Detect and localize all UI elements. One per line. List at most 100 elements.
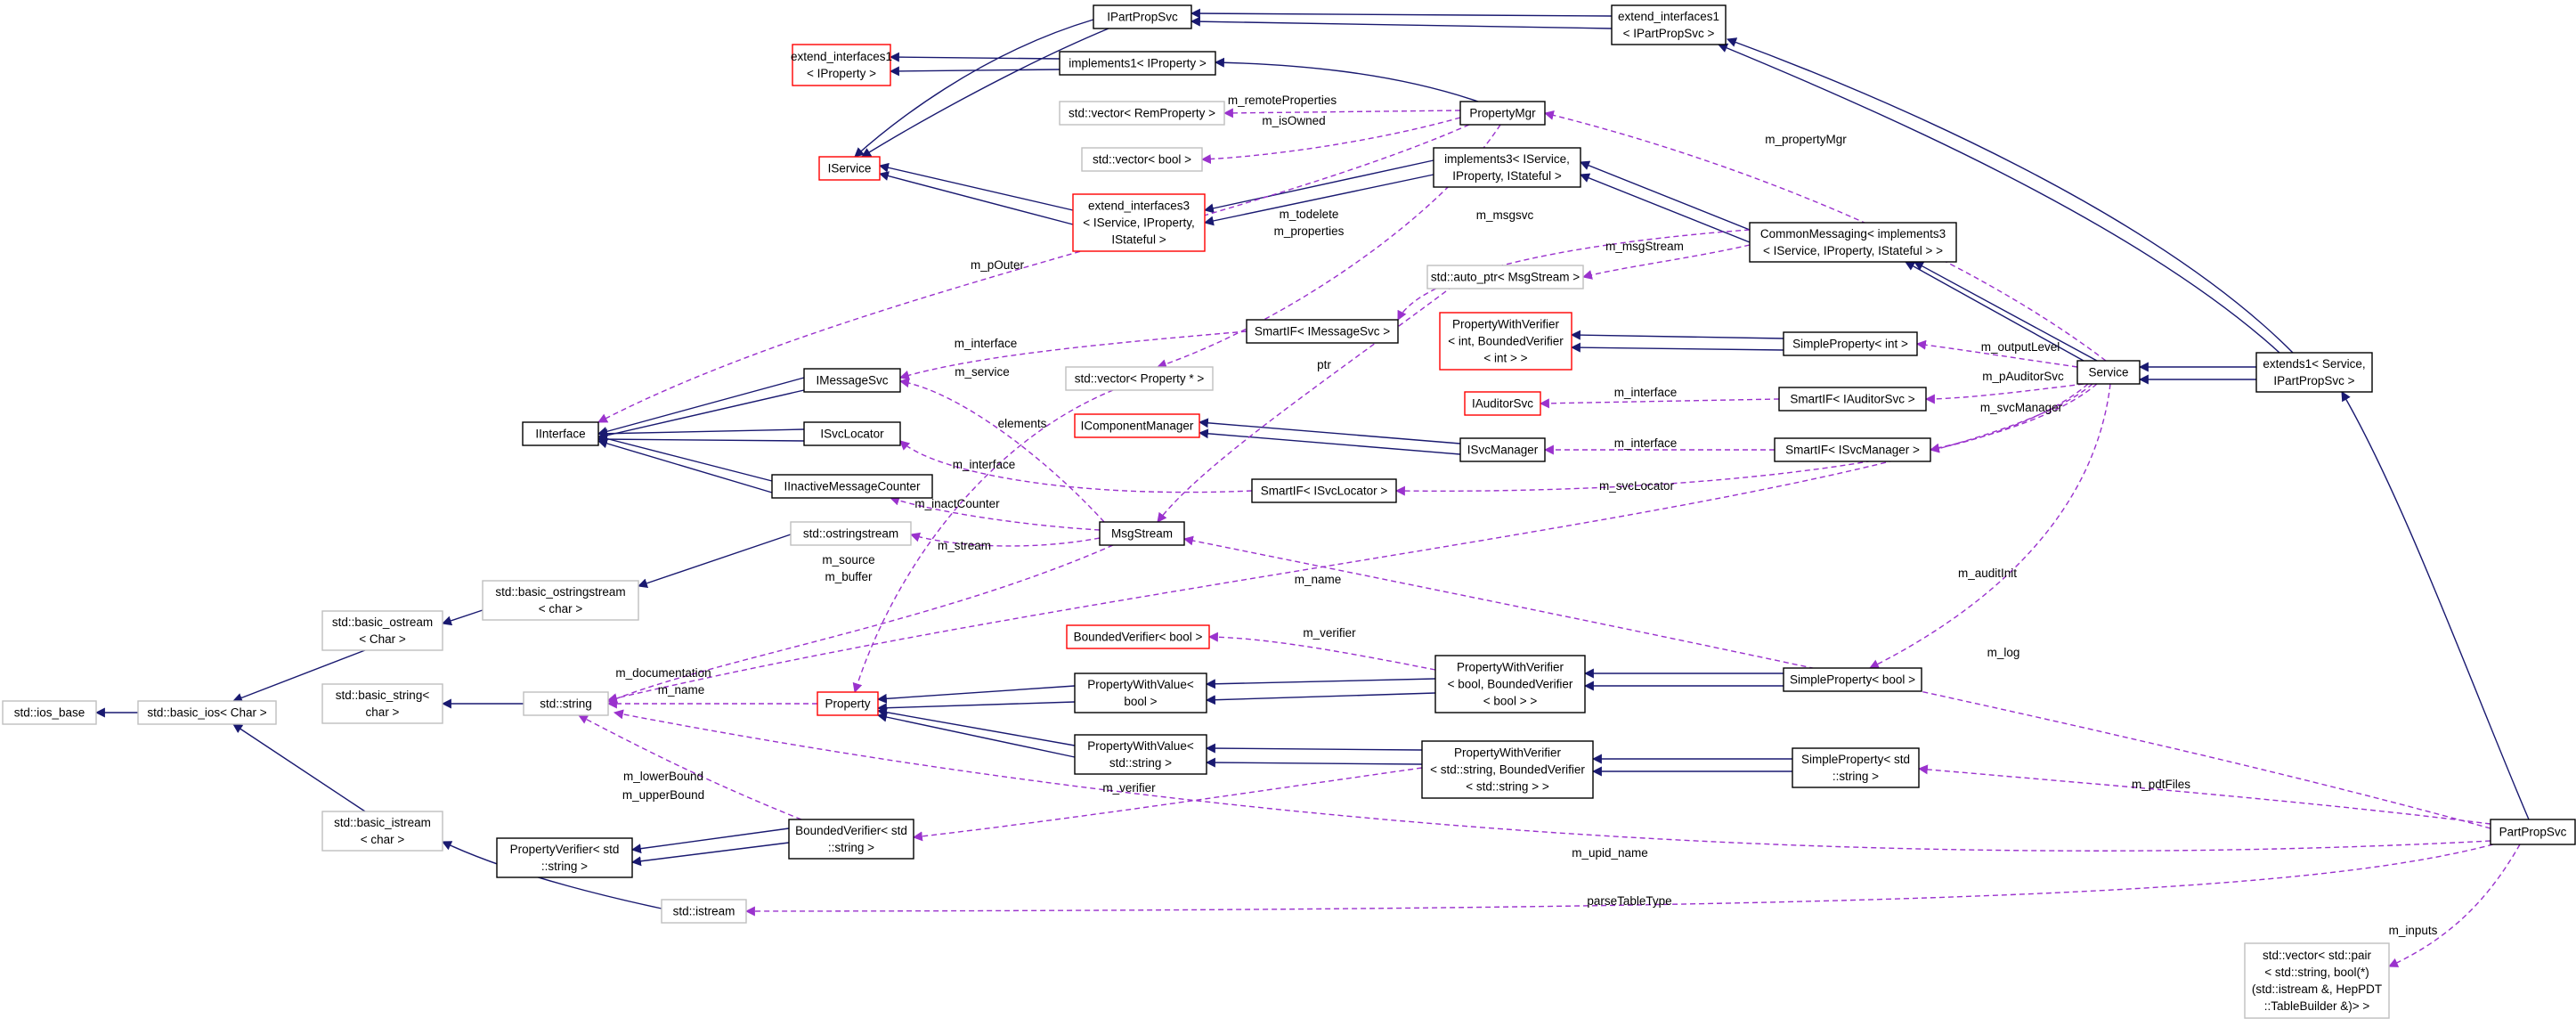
inherit-edge-IPartPropSvc-ext_if1_PPS-b bbox=[1190, 16, 1613, 29]
class-node-label: bool > bbox=[1124, 695, 1157, 708]
class-node-label: SmartIF< IAuditorSvc > bbox=[1790, 393, 1914, 406]
class-node-SP_str[interactable]: SimpleProperty< std::string > bbox=[1792, 747, 1920, 788]
class-node-PWV_bool[interactable]: PropertyWithVerifier< bool, BoundedVerif… bbox=[1434, 655, 1586, 713]
edge-label-m_inputs: m_inputs bbox=[2389, 924, 2438, 937]
class-node-MsgStream[interactable]: MsgStream bbox=[1099, 521, 1185, 546]
class-node-PWV_str[interactable]: PropertyWithVerifier< std::string, Bound… bbox=[1421, 740, 1594, 799]
class-node-label: < std::string > > bbox=[1466, 780, 1549, 794]
class-node-string[interactable]: std::string bbox=[523, 691, 609, 716]
inherit-edge-IInterface-ISvcLocator-a bbox=[597, 428, 805, 439]
class-node-impl3[interactable]: implements3< IService,IProperty, IStatef… bbox=[1433, 147, 1581, 188]
class-node-box bbox=[2244, 942, 2390, 1019]
class-node-label: < int > > bbox=[1483, 352, 1527, 365]
class-node-basic_ostringstream[interactable]: std::basic_ostringstream< char > bbox=[482, 580, 639, 621]
class-node-extends1[interactable]: extends1< Service,IPartPropSvc > bbox=[2255, 352, 2373, 393]
class-node-label: ::string > bbox=[541, 860, 588, 873]
class-node-box bbox=[1081, 147, 1203, 172]
inherit-edge-PWVal_str-PWV_str-a bbox=[1205, 743, 1423, 754]
class-node-IInterface[interactable]: IInterface bbox=[522, 421, 599, 446]
class-node-ext_if3[interactable]: extend_interfaces3< IService, IProperty,… bbox=[1072, 193, 1206, 252]
class-node-box bbox=[818, 156, 881, 181]
class-node-PartPropSvc[interactable]: PartPropSvc bbox=[2490, 819, 2576, 845]
class-node-vec_bool[interactable]: std::vector< bool > bbox=[1081, 147, 1203, 172]
class-node-istream[interactable]: std::istream bbox=[661, 899, 747, 924]
inherit-edge-ext_if1_PPS-extends1-b bbox=[1726, 37, 2294, 354]
class-node-label: std::basic_ostream bbox=[332, 615, 433, 629]
edge-label-m_pAuditorSvc: m_pAuditorSvc bbox=[1982, 370, 2064, 383]
class-node-label: IPartPropSvc > bbox=[2273, 374, 2354, 387]
class-node-label: std::basic_istream bbox=[334, 816, 431, 829]
inherit-edge-IPartPropSvc-ext_if1_PPS-a bbox=[1190, 8, 1613, 19]
inherit-edge-basic_ostringstream-ostringstream bbox=[637, 534, 792, 589]
class-node-vec_pair[interactable]: std::vector< std::pair< std::string, boo… bbox=[2244, 942, 2390, 1019]
class-node-PWVal_bool[interactable]: PropertyWithValue<bool > bbox=[1074, 673, 1207, 713]
class-node-Service[interactable]: Service bbox=[2076, 360, 2141, 385]
class-node-label: < IService, IProperty, bbox=[1083, 216, 1194, 230]
class-node-SP_int[interactable]: SimpleProperty< int > bbox=[1783, 331, 1918, 356]
class-node-BV_bool[interactable]: BoundedVerifier< bool > bbox=[1066, 624, 1210, 649]
edge-label-m_interface_2: m_interface bbox=[1614, 386, 1678, 399]
class-node-auto_ptr[interactable]: std::auto_ptr< MsgStream > bbox=[1426, 265, 1584, 289]
class-node-ext_if1_PPS[interactable]: extend_interfaces1< IPartPropSvc > bbox=[1611, 4, 1727, 45]
class-node-Property[interactable]: Property bbox=[817, 691, 879, 716]
inherit-edge-Property-PWVal_str-a bbox=[876, 707, 1076, 746]
class-node-PWV_int[interactable]: PropertyWithVerifier< int, BoundedVerifi… bbox=[1439, 312, 1572, 371]
inherit-edge-ext_if3-impl3-b bbox=[1203, 174, 1434, 226]
edge-label-m_auditInit: m_auditInit bbox=[1958, 567, 2017, 580]
class-node-PWVal_str[interactable]: PropertyWithValue<std::string > bbox=[1074, 734, 1207, 775]
class-node-IComponentManager[interactable]: IComponentManager bbox=[1074, 413, 1200, 438]
class-node-impl1_IProp[interactable]: implements1< IProperty > bbox=[1059, 51, 1216, 76]
class-node-CommonMessaging[interactable]: CommonMessaging< implements3< IService, … bbox=[1749, 222, 1957, 263]
class-node-box bbox=[321, 610, 443, 651]
class-node-PropertyMgr[interactable]: PropertyMgr bbox=[1459, 101, 1546, 126]
inherit-edge-ext_if1_PPS-extends1-a bbox=[1717, 43, 2280, 354]
class-node-label: CommonMessaging< implements3 bbox=[1760, 227, 1946, 240]
usage-edge-SmartIF_IMsg-CommonMessaging bbox=[1397, 229, 1751, 321]
inherit-edge-Property-PWVal_bool-b bbox=[876, 701, 1076, 713]
class-node-ostringstream[interactable]: std::ostringstream bbox=[790, 521, 912, 546]
class-node-basic_istream[interactable]: std::basic_istream< char > bbox=[321, 811, 443, 852]
edge-label-m_svcLocator: m_svcLocator bbox=[1599, 479, 1675, 493]
class-node-IMessageSvc[interactable]: IMessageSvc bbox=[803, 368, 901, 393]
class-node-vec_Prop[interactable]: std::vector< Property * > bbox=[1065, 366, 1214, 391]
class-node-label: IInactiveMessageCounter bbox=[784, 480, 921, 493]
class-node-label: PartPropSvc bbox=[2499, 826, 2567, 839]
class-node-ISvcLocator[interactable]: ISvcLocator bbox=[803, 421, 901, 446]
class-node-SmartIF_ISvcLoc[interactable]: SmartIF< ISvcLocator > bbox=[1251, 478, 1397, 503]
class-node-label: ::string > bbox=[828, 841, 874, 854]
class-node-basic_string[interactable]: std::basic_string<char > bbox=[321, 683, 443, 724]
class-node-IInactive[interactable]: IInactiveMessageCounter bbox=[771, 474, 933, 499]
edge-label-m_interface_3: m_interface bbox=[1614, 436, 1678, 450]
class-node-IService[interactable]: IService bbox=[818, 156, 881, 181]
edge-label-m_name: m_name bbox=[1295, 573, 1342, 586]
inherit-edge-PropVer_str-BV_str-b bbox=[630, 842, 790, 867]
inherit-edge-IInterface-IMessageSvc-a bbox=[597, 377, 805, 436]
class-node-ISvcManager[interactable]: ISvcManager bbox=[1459, 437, 1546, 462]
class-node-PropVer_str[interactable]: PropertyVerifier< std::string > bbox=[496, 837, 633, 878]
class-node-label: PropertyWithVerifier bbox=[1452, 318, 1560, 331]
class-node-SmartIF_IAud[interactable]: SmartIF< IAuditorSvc > bbox=[1778, 387, 1927, 412]
class-node-ios_base[interactable]: std::ios_base bbox=[2, 700, 97, 725]
class-node-label: std::istream bbox=[673, 905, 735, 918]
class-node-SP_bool[interactable]: SimpleProperty< bool > bbox=[1783, 667, 1922, 692]
class-node-basic_ios[interactable]: std::basic_ios< Char > bbox=[137, 700, 277, 725]
usage-edge-IMessageSvc-SmartIF_IMsg bbox=[898, 330, 1247, 380]
class-node-ext_if1_IProp[interactable]: extend_interfaces1< IProperty > bbox=[791, 44, 892, 86]
class-node-vec_RemProp[interactable]: std::vector< RemProperty > bbox=[1059, 101, 1225, 126]
inherit-edge-ext_if1_IProp-impl1-b bbox=[889, 66, 1060, 77]
class-node-label: PropertyWithVerifier bbox=[1454, 746, 1562, 760]
usage-edge-SP_str-PartPropSvc bbox=[1917, 764, 2491, 825]
class-node-box bbox=[803, 421, 901, 446]
class-node-label: PropertyWithVerifier bbox=[1457, 661, 1564, 674]
edge-label-m_msgsvc: m_msgsvc bbox=[1476, 208, 1534, 222]
class-node-box bbox=[1421, 740, 1594, 799]
class-node-basic_ostream[interactable]: std::basic_ostream< Char > bbox=[321, 610, 443, 651]
usage-edge-IAuditorSvc-SmartIF_IAud bbox=[1539, 398, 1780, 409]
class-node-IPartPropSvc[interactable]: IPartPropSvc bbox=[1093, 4, 1192, 29]
class-node-SmartIF_IMsg[interactable]: SmartIF< IMessageSvc > bbox=[1246, 319, 1399, 344]
class-node-IAuditorSvc[interactable]: IAuditorSvc bbox=[1464, 391, 1541, 416]
inherit-edge-IService-ext_if3-b bbox=[878, 171, 1074, 225]
class-node-SmartIF_ISvcMgr[interactable]: SmartIF< ISvcManager > bbox=[1774, 437, 1931, 462]
class-node-BV_str[interactable]: BoundedVerifier< std::string > bbox=[788, 819, 914, 860]
